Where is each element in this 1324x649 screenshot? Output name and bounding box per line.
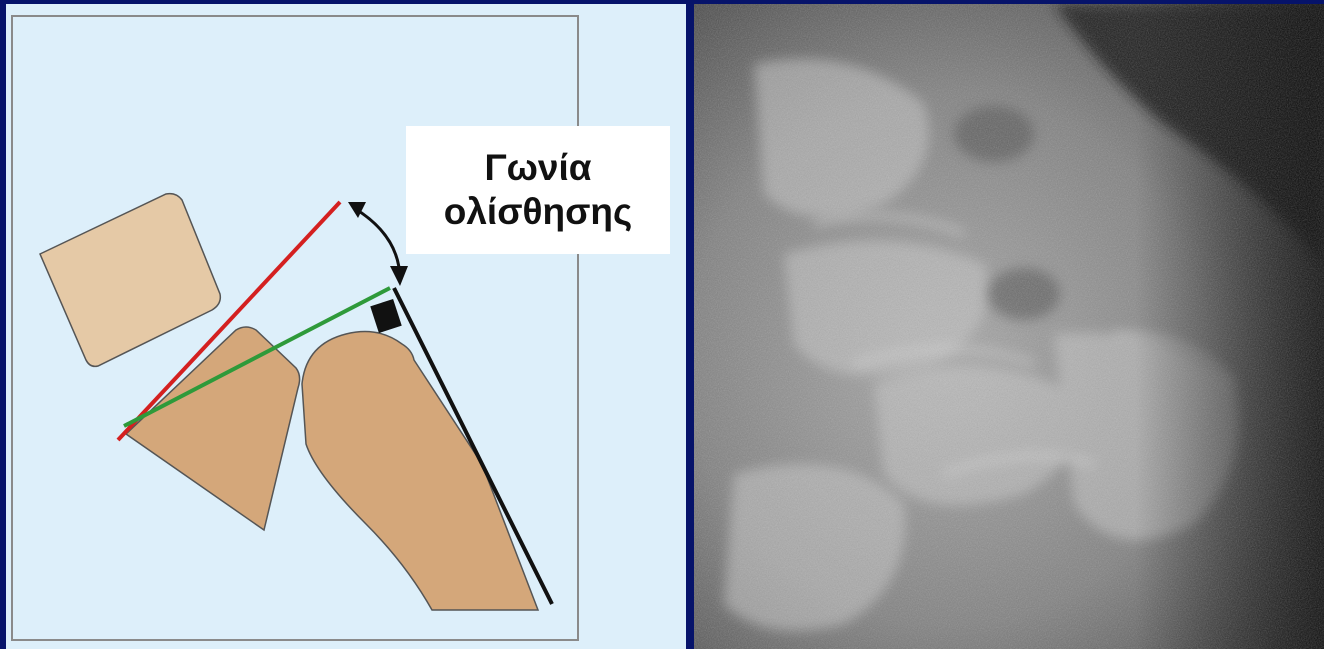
posterior-corner-marker	[370, 299, 401, 333]
slipped-vertebra	[126, 327, 300, 530]
label-line-1: Γωνία	[484, 146, 591, 190]
label-line-2: ολίσθησης	[444, 190, 633, 234]
spine-radiograph-icon	[694, 4, 1324, 649]
slip-angle-label: Γωνία ολίσθησης	[406, 126, 670, 254]
sacrum	[302, 332, 538, 610]
xray-image	[694, 4, 1324, 649]
upper-vertebra	[40, 194, 220, 367]
slip-angle-diagram: Γωνία ολίσθησης	[6, 4, 686, 649]
diagram-canvas	[6, 4, 686, 649]
angle-arrowhead-bottom	[390, 266, 408, 286]
